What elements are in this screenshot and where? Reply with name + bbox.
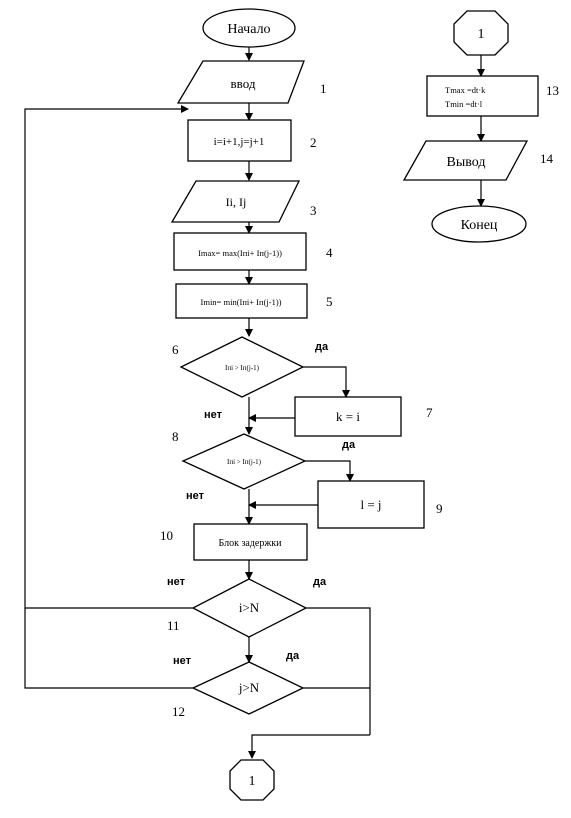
time-calc-block: Tmax =dt·k Tmin =dt·l bbox=[426, 75, 539, 117]
assign-k-label: k = i bbox=[336, 409, 360, 424]
delay-block-label: Блок задержки bbox=[219, 538, 283, 549]
step-number-7: 7 bbox=[426, 405, 433, 420]
flow-exit-i-yes bbox=[306, 607, 371, 735]
output-label: Вывод bbox=[447, 155, 486, 170]
flow-loop-i-no bbox=[24, 105, 193, 609]
increment-block: i=i+1,j=j+1 bbox=[187, 119, 292, 162]
time-calc-line-1: Tmax =dt·k bbox=[445, 85, 486, 95]
no-label-condj: нет bbox=[173, 655, 192, 667]
assign-l-label: l = j bbox=[360, 497, 381, 512]
bottom-connector: 1 bbox=[229, 759, 275, 801]
step-number-5: 5 bbox=[326, 294, 333, 309]
condition-j-label: j>N bbox=[238, 680, 260, 695]
flow-exit-to-connector bbox=[248, 734, 370, 759]
flow-loop-j-no bbox=[24, 608, 193, 689]
end-label: Конец bbox=[461, 218, 498, 233]
max-calc-block: Imax= max(Iпi+ Iп(j-1)) bbox=[173, 232, 307, 271]
yes-label-condi: да bbox=[313, 576, 327, 588]
bottom-connector-label: 1 bbox=[249, 774, 256, 789]
end-terminal: Конец bbox=[431, 205, 527, 243]
yes-label-cond1: да bbox=[315, 341, 329, 353]
start-terminal: Начало bbox=[202, 8, 296, 48]
increment-label: i=i+1,j=j+1 bbox=[214, 136, 265, 148]
step-number-13: 13 bbox=[546, 83, 559, 98]
input-block: ввод bbox=[176, 60, 305, 104]
no-label-condi: нет bbox=[167, 576, 186, 588]
condition-j-diamond: j>N bbox=[191, 661, 305, 715]
step-number-4: 4 bbox=[326, 245, 333, 260]
step-number-6: 6 bbox=[172, 342, 179, 357]
condition-2-label: Iпi > Iп(j-1) bbox=[227, 458, 262, 466]
assign-l-block: l = j bbox=[317, 480, 425, 529]
flow-cond2-yes bbox=[305, 460, 354, 482]
step-number-12: 12 bbox=[172, 704, 185, 719]
step-number-2: 2 bbox=[310, 135, 317, 150]
max-calc-label: Imax= max(Iпi+ Iп(j-1)) bbox=[198, 248, 282, 258]
step-number-14: 14 bbox=[540, 151, 554, 166]
min-calc-label: Imin= min(Iпi+ Iп(j-1)) bbox=[201, 297, 282, 307]
assign-k-block: k = i bbox=[294, 396, 402, 437]
read-currents-label: Ii, Ij bbox=[226, 195, 247, 209]
time-calc-line-2: Tmin =dt·l bbox=[445, 99, 483, 109]
input-label: ввод bbox=[231, 76, 256, 91]
yes-label-condj: да bbox=[286, 650, 300, 662]
condition-i-label: i>N bbox=[239, 600, 260, 615]
top-connector: 1 bbox=[453, 10, 509, 56]
condition-2-diamond: Iпi > Iп(j-1) bbox=[181, 433, 307, 490]
step-number-9: 9 bbox=[436, 501, 443, 516]
output-block: Вывод bbox=[402, 140, 529, 181]
step-number-11: 11 bbox=[167, 618, 180, 633]
start-label: Начало bbox=[227, 22, 270, 37]
step-number-3: 3 bbox=[310, 203, 317, 218]
condition-1-diamond: Iпi > Iп(j-1) bbox=[179, 336, 305, 398]
yes-label-cond2: да bbox=[342, 439, 356, 451]
no-label-cond2: нет bbox=[186, 490, 205, 502]
condition-i-diamond: i>N bbox=[191, 578, 308, 638]
step-number-1: 1 bbox=[320, 81, 327, 96]
flow-cond1-yes bbox=[303, 366, 350, 398]
condition-1-label: Iпi > Iп(j-1) bbox=[225, 364, 260, 372]
delay-block: Блок задержки bbox=[193, 523, 308, 561]
no-label-cond1: нет bbox=[204, 409, 223, 421]
top-connector-label: 1 bbox=[478, 27, 485, 42]
min-calc-block: Imin= min(Iпi+ Iп(j-1)) bbox=[175, 283, 308, 319]
read-currents-block: Ii, Ij bbox=[170, 180, 301, 223]
step-number-10: 10 bbox=[160, 528, 173, 543]
step-number-8: 8 bbox=[172, 429, 179, 444]
